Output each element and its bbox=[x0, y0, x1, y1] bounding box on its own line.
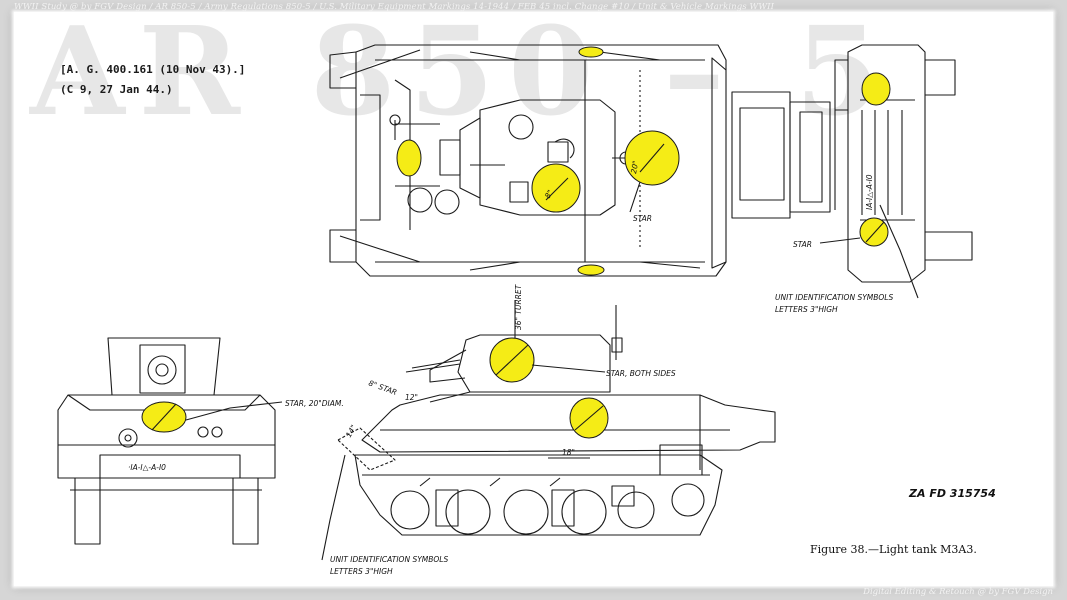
callout-dim-14: 14" bbox=[344, 423, 358, 439]
callout-star-hull: 8" STAR bbox=[367, 378, 398, 397]
callout-unit-id-rear-line2: LETTERS 3"HIGH bbox=[775, 305, 838, 314]
reference-change: (C 9, 27 Jan 44.) bbox=[60, 83, 173, 96]
reference-block: [A. G. 400.161 (10 Nov 43).] (C 9, 27 Ja… bbox=[60, 60, 245, 100]
star-marker-side-top bbox=[578, 46, 604, 58]
callout-unit-id-rear-line1: UNIT IDENTIFICATION SYMBOLS bbox=[775, 293, 893, 302]
callout-star-rear: STAR bbox=[793, 240, 812, 249]
footer-credit: Digital Editing & Retouch @ by FGV Desig… bbox=[863, 587, 1053, 597]
side-view: 36" TURRET STAR, BOTH SIDES 8" STAR 12" … bbox=[321, 283, 776, 576]
callout-dim-18: 18" bbox=[562, 448, 575, 457]
bumper-code-rear: IA-I△-A-I0 bbox=[865, 174, 874, 210]
top-view: STAR 20" 8" bbox=[329, 44, 727, 277]
callout-size-8: 8" bbox=[543, 188, 555, 200]
callout-turret-dim: 36" TURRET bbox=[514, 283, 523, 330]
star-marker-turret-top bbox=[531, 163, 581, 213]
callout-unit-id-side-line2: LETTERS 3"HIGH bbox=[330, 567, 393, 576]
callout-unit-id-side-line1: UNIT IDENTIFICATION SYMBOLS bbox=[330, 555, 448, 564]
callout-star-top: STAR bbox=[633, 214, 652, 223]
bumper-code-front: ·IA-I△-A-I0 bbox=[128, 463, 166, 472]
rear-view: STAR IA-I△-A-I0 UNIT IDENTIFICATION SYMB… bbox=[731, 44, 973, 314]
callout-size-20: 20" bbox=[629, 160, 640, 174]
front-view: STAR, 20"DIAM. ·IA-I△-A-I0 bbox=[57, 337, 344, 545]
ar-watermark: AR 850 – 5 bbox=[30, 0, 895, 143]
star-marker-front-plate bbox=[396, 139, 422, 177]
reference-ag: [A. G. 400.161 (10 Nov 43).] bbox=[60, 63, 246, 76]
header-credit: WWII Study @ by FGV Design / AR 850-5 / … bbox=[14, 2, 775, 12]
figure-code: ZA FD 315754 bbox=[909, 487, 996, 500]
star-marker-side-bottom bbox=[577, 264, 605, 276]
figure-caption: Figure 38.—Light tank M3A3. bbox=[810, 543, 977, 556]
callout-star-both-sides: STAR, BOTH SIDES bbox=[606, 369, 676, 378]
callout-dim-12: 12" bbox=[405, 393, 418, 402]
callout-star-front: STAR, 20"DIAM. bbox=[285, 399, 344, 408]
star-marker-rear-top bbox=[861, 72, 891, 106]
